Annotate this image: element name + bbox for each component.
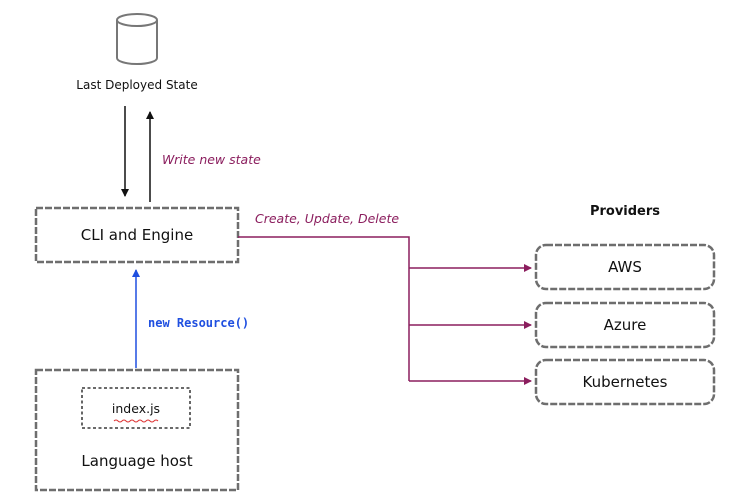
engine-label: CLI and Engine (80, 226, 194, 244)
provider-label-kubernetes: Kubernetes (582, 373, 668, 391)
providers-heading: Providers (589, 204, 661, 219)
provider-box-aws (534, 243, 716, 291)
new-resource-label: new Resource() (148, 316, 250, 330)
file-label: index.js (111, 400, 161, 416)
spellcheck-underline (113, 419, 159, 423)
provider-box-kubernetes (534, 358, 716, 406)
host-label: Language host (81, 452, 193, 470)
file-box (81, 387, 191, 429)
provider-label-aws: AWS (608, 258, 642, 276)
state-label: Last Deployed State (76, 78, 198, 92)
database-icon (116, 13, 158, 65)
provider-box-azure (534, 301, 716, 349)
write-state-label: Write new state (162, 152, 261, 167)
crud-label: Create, Update, Delete (255, 211, 400, 226)
provider-label-azure: Azure (603, 316, 647, 334)
engine-box (34, 206, 240, 264)
crud-connector (238, 236, 532, 385)
